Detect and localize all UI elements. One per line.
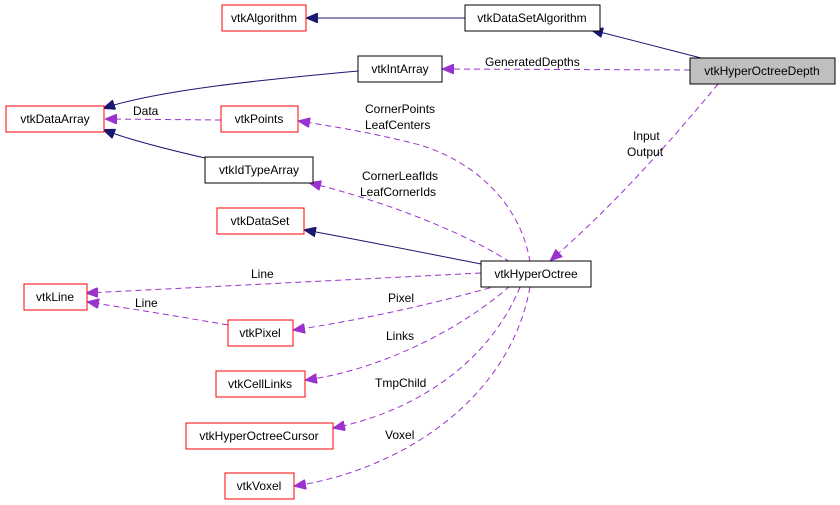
label-input: Input <box>633 129 660 143</box>
edge-cornerpoints <box>299 121 531 263</box>
node-label: vtkDataSetAlgorithm <box>477 11 586 25</box>
edge-data <box>106 119 222 120</box>
label-generated-depths: GeneratedDepths <box>485 55 580 69</box>
edge-intarray-to-dataarray <box>104 70 359 108</box>
label-line-octree: Line <box>251 267 274 281</box>
edge-line-octree <box>87 272 482 293</box>
label-tmp-child: TmpChild <box>375 376 426 390</box>
node-label: vtkVoxel <box>237 479 282 493</box>
node-label: vtkAlgorithm <box>231 11 297 25</box>
label-pixel: Pixel <box>388 291 414 305</box>
node-vtk-int-array[interactable]: vtkIntArray <box>357 55 443 83</box>
node-vtk-cell-links[interactable]: vtkCellLinks <box>215 370 306 398</box>
edge-line-pixel <box>88 302 229 326</box>
node-vtk-points[interactable]: vtkPoints <box>220 105 299 133</box>
node-label: vtkDataSet <box>231 214 290 228</box>
node-vtk-line[interactable]: vtkLine <box>23 283 88 311</box>
node-vtk-dataset-algorithm[interactable]: vtkDataSetAlgorithm <box>464 4 601 32</box>
node-label: vtkCellLinks <box>228 377 292 391</box>
label-leaf-corner-ids: LeafCornerIds <box>360 185 436 199</box>
node-vtk-dataset[interactable]: vtkDataSet <box>216 207 305 235</box>
node-vtk-hyperoctree-depth[interactable]: vtkHyperOctreeDepth <box>689 57 836 85</box>
edge-links <box>306 285 511 380</box>
node-vtk-voxel[interactable]: vtkVoxel <box>224 472 295 500</box>
edge-labels: GeneratedDepths Data CornerPoints LeafCe… <box>133 55 664 442</box>
node-label: vtkIntArray <box>371 62 428 76</box>
node-label: vtkPixel <box>239 326 280 340</box>
node-vtk-pixel[interactable]: vtkPixel <box>227 319 294 347</box>
label-links: Links <box>386 329 414 343</box>
node-vtk-hyperoctree[interactable]: vtkHyperOctree <box>480 260 592 288</box>
node-label: vtkLine <box>36 290 74 304</box>
label-corner-leaf-ids: CornerLeafIds <box>362 169 438 183</box>
label-leaf-centers: LeafCenters <box>365 118 430 132</box>
usage-edges <box>87 69 719 486</box>
edge-voxel <box>295 286 531 486</box>
node-vtk-algorithm[interactable]: vtkAlgorithm <box>221 4 307 32</box>
node-vtk-idtype-array[interactable]: vtkIdTypeArray <box>204 156 314 184</box>
node-vtk-data-array[interactable]: vtkDataArray <box>5 105 105 133</box>
label-corner-points: CornerPoints <box>365 102 435 116</box>
edge-hyperoctree-to-dataset <box>305 230 482 265</box>
edge-idtypearray-to-dataarray <box>104 130 206 159</box>
nodes: vtkAlgorithm vtkDataSetAlgorithm vtkHype… <box>5 4 836 500</box>
node-label: vtkIdTypeArray <box>219 163 299 177</box>
node-vtk-hyperoctree-cursor[interactable]: vtkHyperOctreeCursor <box>185 422 334 450</box>
edge-generateddepths <box>443 69 691 70</box>
node-label: vtkPoints <box>235 112 284 126</box>
edge-tmpchild <box>334 286 521 428</box>
label-output: Output <box>627 145 664 159</box>
label-line-pixel: Line <box>135 296 158 310</box>
node-label: vtkDataArray <box>20 112 89 126</box>
inheritance-edges <box>104 18 706 265</box>
label-data: Data <box>133 104 159 118</box>
node-label: vtkHyperOctree <box>494 267 578 281</box>
edge-input-output <box>551 83 719 260</box>
edge-cornerleafids <box>310 183 511 263</box>
node-label: vtkHyperOctreeCursor <box>199 429 318 443</box>
node-label: vtkHyperOctreeDepth <box>704 64 819 78</box>
edge-hyperoctreedepth-to-datasetalgorithm <box>592 30 706 60</box>
label-voxel: Voxel <box>385 428 414 442</box>
